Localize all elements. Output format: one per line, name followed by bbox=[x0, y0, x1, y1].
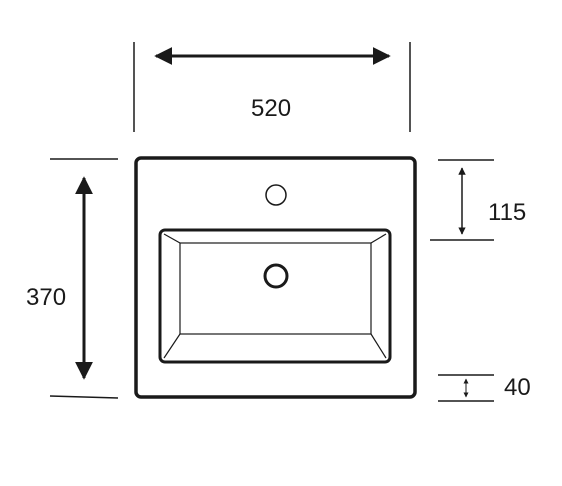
bowl-rim bbox=[158, 228, 392, 364]
width-dimension bbox=[133, 42, 411, 132]
basin-plan-view bbox=[134, 156, 417, 399]
depth-label: 370 bbox=[26, 284, 67, 311]
thickness-dimension bbox=[438, 374, 494, 402]
tap-offset-label: 115 bbox=[488, 199, 527, 226]
depth-extension-bottom bbox=[49, 395, 119, 399]
bowl-bevel-top-left bbox=[163, 233, 181, 244]
width-label: 520 bbox=[251, 95, 292, 122]
depth-dimension bbox=[49, 158, 119, 399]
tap-hole bbox=[265, 184, 287, 206]
bowl-bevel-bottom-left bbox=[163, 333, 181, 359]
bowl-bevel-bottom-right bbox=[370, 333, 387, 359]
bowl-bevel-top-right bbox=[370, 233, 387, 244]
thickness-label: 40 bbox=[504, 374, 531, 401]
bowl-base bbox=[179, 242, 372, 335]
tap-offset-dimension bbox=[430, 159, 494, 241]
drain-hole bbox=[263, 263, 289, 289]
basin-outer-edge bbox=[134, 156, 417, 399]
